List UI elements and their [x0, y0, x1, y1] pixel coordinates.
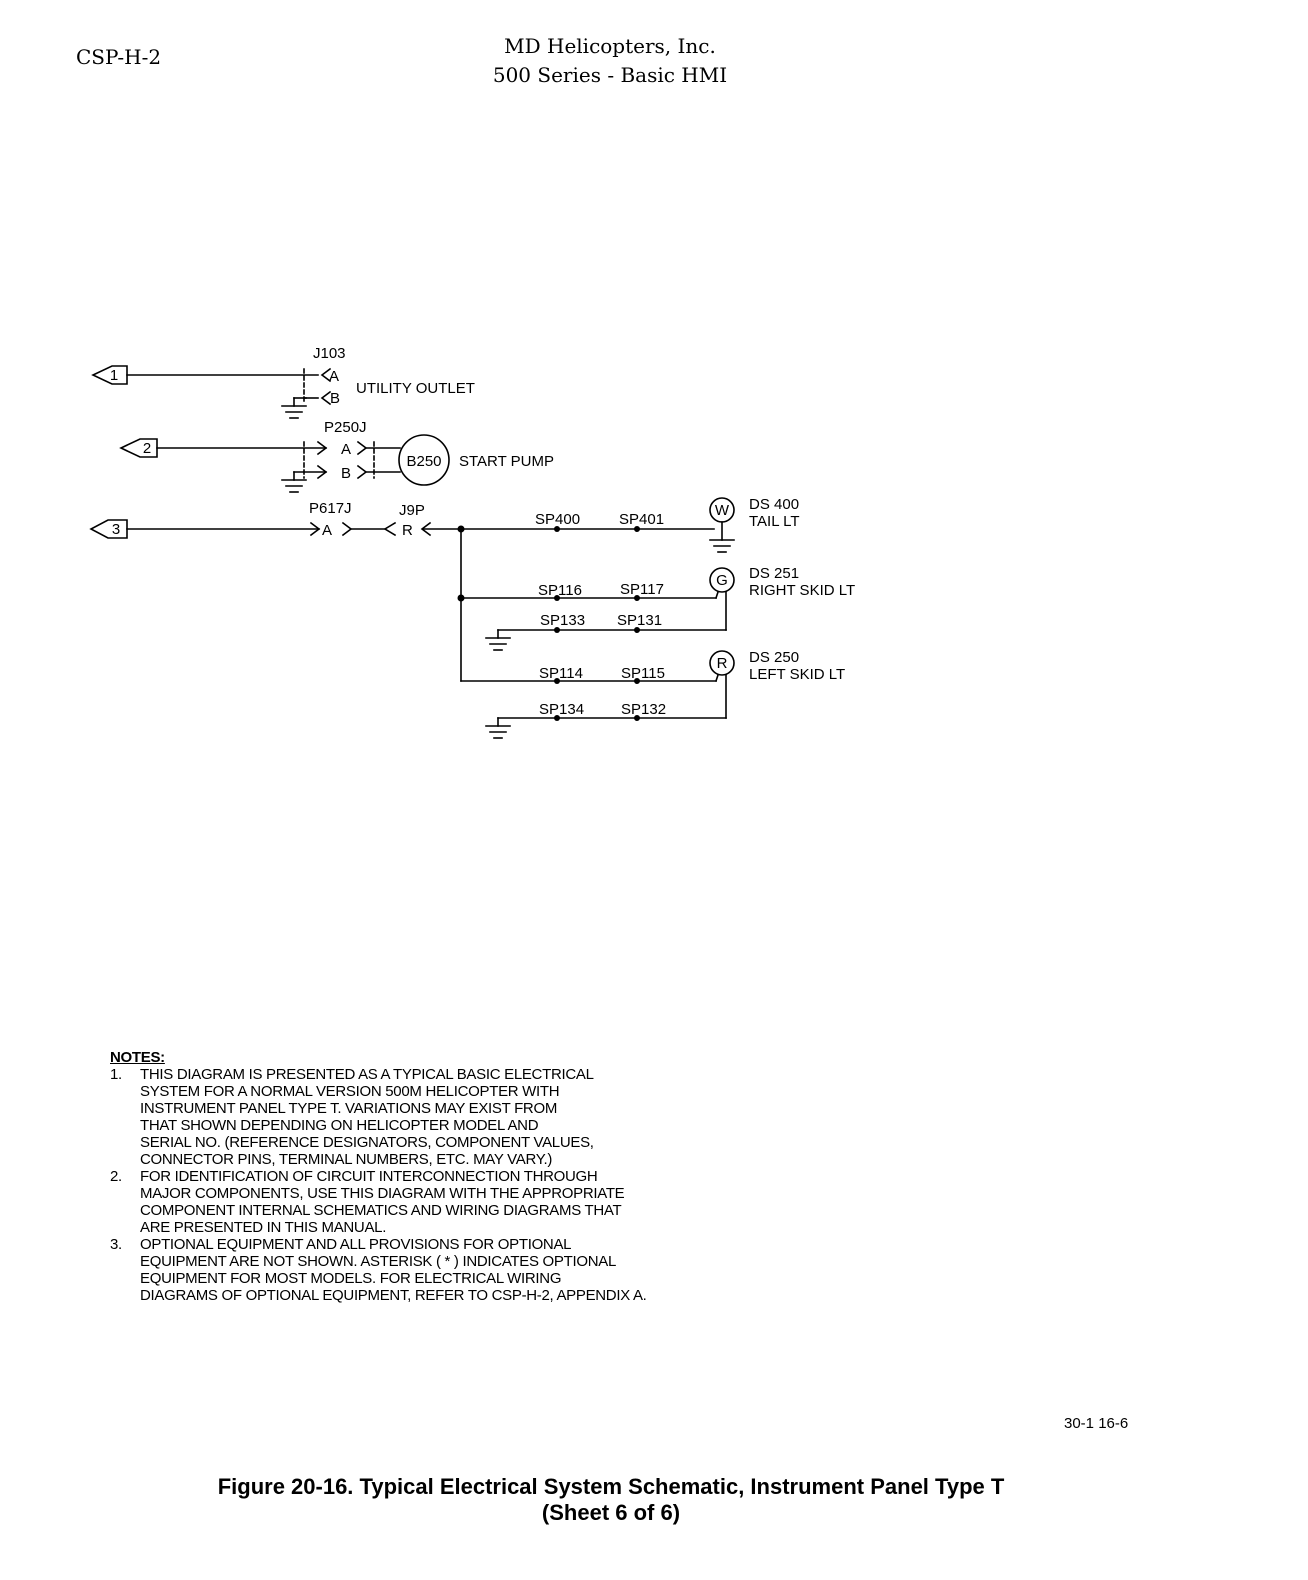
j103-label: J103: [313, 345, 346, 362]
note-number: 1.: [110, 1066, 122, 1083]
notes-section: NOTES: 1. THIS DIAGRAM IS PRESENTED AS A…: [110, 1049, 647, 1304]
p617j-label: P617J: [309, 500, 352, 517]
b250-motor-symbol: [398, 434, 450, 486]
wire-tag-2: [119, 438, 158, 458]
wire-tag-1-label: 1: [110, 367, 118, 384]
ds251-lamp-symbol: [709, 567, 735, 593]
splice-label: SP116: [538, 582, 582, 599]
splice-label: SP117: [620, 581, 664, 598]
ds250-name: LEFT SKID LT: [749, 666, 845, 683]
ds251-ref: DS 251: [749, 565, 799, 582]
splice-label: SP115: [621, 665, 665, 682]
ds400-name: TAIL LT: [749, 513, 800, 530]
wire-tag-1: [91, 365, 128, 385]
notes-title: NOTES:: [110, 1049, 165, 1066]
note-number: 2.: [110, 1168, 122, 1185]
ds251-lamp-letter: G: [716, 572, 728, 589]
figure-reference-number: 30-1 16-6: [1064, 1415, 1129, 1432]
j9p-pin-r: R: [402, 522, 413, 539]
utility-outlet-label: UTILITY OUTLET: [356, 380, 475, 397]
electrical-schematic: 1 2 3 J103 A B UTILITY OUTLET P250J A B …: [89, 345, 855, 739]
splice-label: SP131: [617, 612, 662, 629]
company-name: MD Helicopters, Inc.: [504, 34, 716, 58]
note-text: FOR IDENTIFICATION OF CIRCUIT INTERCONNE…: [140, 1168, 625, 1236]
note-text: OPTIONAL EQUIPMENT AND ALL PROVISIONS FO…: [140, 1236, 647, 1304]
caption-line-1: Figure 20-16. Typical Electrical System …: [217, 1474, 1005, 1499]
p617j-pin-a: A: [322, 522, 332, 539]
ds400-lamp-letter: W: [715, 502, 730, 519]
splice-label: SP114: [539, 665, 583, 682]
ds250-lamp-symbol: [709, 650, 735, 676]
splice-label: SP132: [621, 701, 666, 718]
p250j-pin-b: B: [341, 465, 351, 482]
j103-pin-b: B: [330, 390, 340, 407]
page-header: MD Helicopters, Inc. 500 Series - Basic …: [0, 32, 1220, 90]
note-number: 3.: [110, 1236, 122, 1253]
figure-caption: Figure 20-16. Typical Electrical System …: [0, 1474, 1222, 1526]
splice-label: SP133: [540, 612, 585, 629]
j9p-label: J9P: [399, 502, 425, 519]
j103-pin-a: A: [329, 368, 339, 385]
note-text: THIS DIAGRAM IS PRESENTED AS A TYPICAL B…: [140, 1066, 594, 1168]
ds250-lamp-letter: R: [717, 655, 728, 672]
note-item: 1. THIS DIAGRAM IS PRESENTED AS A TYPICA…: [110, 1066, 647, 1168]
b250-label: B250: [406, 453, 441, 470]
splice-label: SP134: [539, 701, 584, 718]
ds251-name: RIGHT SKID LT: [749, 582, 855, 599]
series-name: 500 Series - Basic HMI: [492, 63, 728, 87]
splice-label: SP400: [535, 511, 580, 528]
ds400-ref: DS 400: [749, 496, 799, 513]
wire-tag-3-label: 3: [112, 521, 120, 538]
splice-label: SP401: [619, 511, 664, 528]
start-pump-label: START PUMP: [459, 453, 554, 470]
caption-line-2: (Sheet 6 of 6): [541, 1500, 681, 1525]
wire-tag-2-label: 2: [143, 440, 151, 457]
note-item: 2. FOR IDENTIFICATION OF CIRCUIT INTERCO…: [110, 1168, 647, 1236]
p250j-label: P250J: [324, 419, 367, 436]
document-id: CSP-H-2: [76, 45, 162, 69]
p250j-pin-a: A: [341, 441, 351, 458]
note-item: 3. OPTIONAL EQUIPMENT AND ALL PROVISIONS…: [110, 1236, 647, 1304]
ds250-ref: DS 250: [749, 649, 799, 666]
wire-tag-3: [89, 519, 128, 539]
